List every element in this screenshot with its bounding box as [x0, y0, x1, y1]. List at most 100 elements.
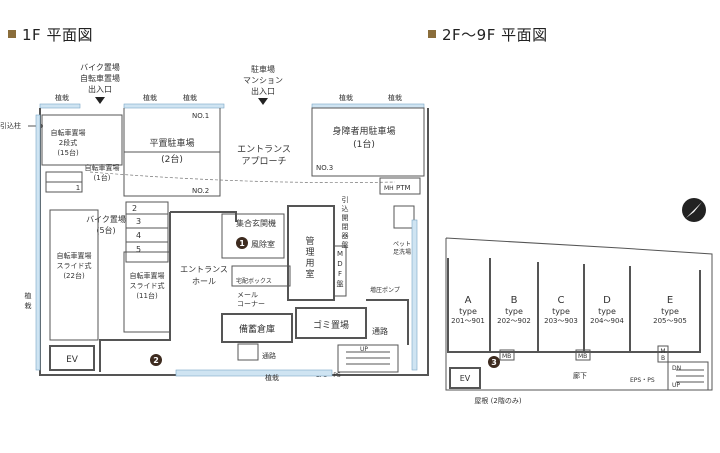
mdf-char: M	[337, 250, 343, 258]
floor2-heading: 2F～9F 平面図	[428, 24, 548, 45]
unit-type: type	[552, 307, 570, 316]
marker-2	[150, 354, 162, 366]
bicycle-2tier-line3: (15台)	[57, 148, 79, 157]
planter-label: 植栽	[265, 373, 279, 382]
flat-parking-line2: (2台)	[161, 153, 183, 165]
passage-label: 通路	[262, 351, 276, 360]
elevator-box	[449, 367, 481, 389]
hikikomi-label: 引込柱	[0, 121, 21, 130]
mdf-char: 盤	[337, 279, 344, 288]
wind-room	[221, 213, 285, 259]
switchboard-char: 開	[342, 214, 349, 222]
car-entrance-arrow-icon	[258, 98, 268, 105]
slot-box	[45, 181, 83, 193]
unit-e: E type 205～905	[653, 295, 687, 325]
floor1-heading: 1F 平面図	[8, 24, 93, 45]
unit-b: B type 202～902	[497, 295, 531, 325]
planter-label: 植栽	[339, 93, 353, 102]
mb-char: B	[661, 355, 665, 362]
unit-letter: A	[465, 295, 472, 306]
parking-no3: NO.3	[316, 164, 333, 172]
building-wall	[170, 211, 237, 222]
planter-left	[35, 114, 41, 371]
compass	[682, 198, 706, 222]
stair-up-label: UP	[360, 346, 368, 353]
bike-parking-line2: (5台)	[96, 225, 115, 235]
building-wall	[366, 299, 409, 345]
office-char: 室	[305, 268, 314, 280]
unit-d: D type 204～904	[590, 295, 624, 325]
disabled-parking-line2: (1台)	[353, 138, 375, 150]
bike-entrance-line2: 自転車置場	[80, 73, 120, 83]
planter-right	[411, 219, 418, 371]
slot-number: 3	[136, 217, 141, 226]
mdf-char: D	[337, 260, 342, 268]
mb-char: M	[660, 348, 665, 355]
ptm-box	[379, 177, 421, 195]
bike-entrance-arrow-icon	[95, 97, 105, 104]
floor1-heading-text: 1F 平面図	[22, 26, 93, 44]
corridor-label: 廊下	[573, 371, 587, 380]
delivery-box-label: 宅配ボックス	[236, 277, 272, 285]
storage-label: 備蓄倉庫	[239, 323, 275, 335]
switchboard-char: 閉	[342, 223, 349, 231]
pet-wash-basin	[393, 205, 415, 229]
unit-rooms: 204～904	[590, 317, 624, 325]
bicycle-2tier-line1: 自転車置場	[51, 128, 86, 137]
door-box	[237, 343, 259, 361]
slot-number: 4	[136, 231, 141, 240]
bike-parking-line1: バイク置場	[86, 214, 126, 224]
planter-label: 植栽	[143, 93, 157, 102]
bicycle-slide-22-area	[49, 209, 99, 341]
bike-entrance-line3: 出入口	[88, 84, 112, 94]
office-char: 用	[305, 258, 314, 269]
garbage-label: ゴミ置場	[313, 319, 349, 331]
elevator-label: EV	[460, 374, 471, 383]
mdf-char: F	[338, 270, 342, 278]
elevator-label: EV	[66, 355, 79, 365]
marker-3	[488, 356, 500, 368]
pet-wash-line2: 足洗場	[393, 248, 411, 256]
entrance-hall-line2: ホール	[192, 277, 216, 286]
bicycle-slide-22-line3: (22台)	[63, 271, 85, 280]
delivery-box-area	[231, 265, 291, 287]
unit-c: C type 203～903	[544, 295, 578, 325]
entrance-hall-line1: エントランス	[180, 265, 228, 274]
bicycle-2tier-line2: 2段式	[59, 138, 77, 147]
mail-corner-line1: メール	[237, 291, 258, 299]
planter-top-2	[123, 103, 225, 109]
pet-wash-line1: ペット	[393, 241, 411, 248]
stair-down-label: DN	[672, 365, 681, 372]
planter-label: 植栽	[55, 93, 69, 102]
mb-box	[575, 349, 591, 361]
stair-steps	[667, 361, 709, 391]
mb-box	[657, 345, 669, 363]
parking-no2: NO.2	[192, 187, 209, 195]
floor2-outline	[445, 237, 713, 391]
stair-up-label: UP	[672, 382, 680, 389]
mail-corner-line2: コーナー	[237, 300, 265, 308]
bicycle-1-line1: 自転車置場	[85, 163, 120, 172]
building-wall	[99, 212, 171, 372]
approach-path	[89, 171, 396, 183]
office-char: 理	[305, 247, 314, 258]
bicycle-slide-11-line2: スライド式	[130, 281, 165, 290]
unit-rooms: 201～901	[451, 317, 485, 325]
bicycle-slide-22-line1: 自転車置場	[57, 251, 92, 260]
eps-label: EPS・PS	[630, 377, 655, 384]
car-entrance-line2: マンション	[243, 76, 283, 85]
unit-rooms: 202～902	[497, 317, 531, 325]
compass-needle-icon	[686, 202, 702, 218]
mb-label: MB	[502, 353, 511, 360]
entrance-approach-line2: アプローチ	[241, 156, 286, 167]
car-entrance-line1: 駐車場	[251, 64, 275, 74]
switchboard-char: 引	[342, 195, 349, 204]
stair-steps	[337, 344, 399, 373]
unit-type: type	[598, 307, 616, 316]
marker-3-label: 3	[491, 358, 497, 367]
bicycle-2tier-area	[41, 114, 123, 166]
car-entrance-line3: 出入口	[251, 86, 275, 96]
floor2-heading-text: 2F～9F 平面図	[442, 26, 548, 44]
bike-slots-box	[125, 201, 169, 263]
bicycle-slide-11-line1: 自転車置場	[130, 271, 165, 280]
